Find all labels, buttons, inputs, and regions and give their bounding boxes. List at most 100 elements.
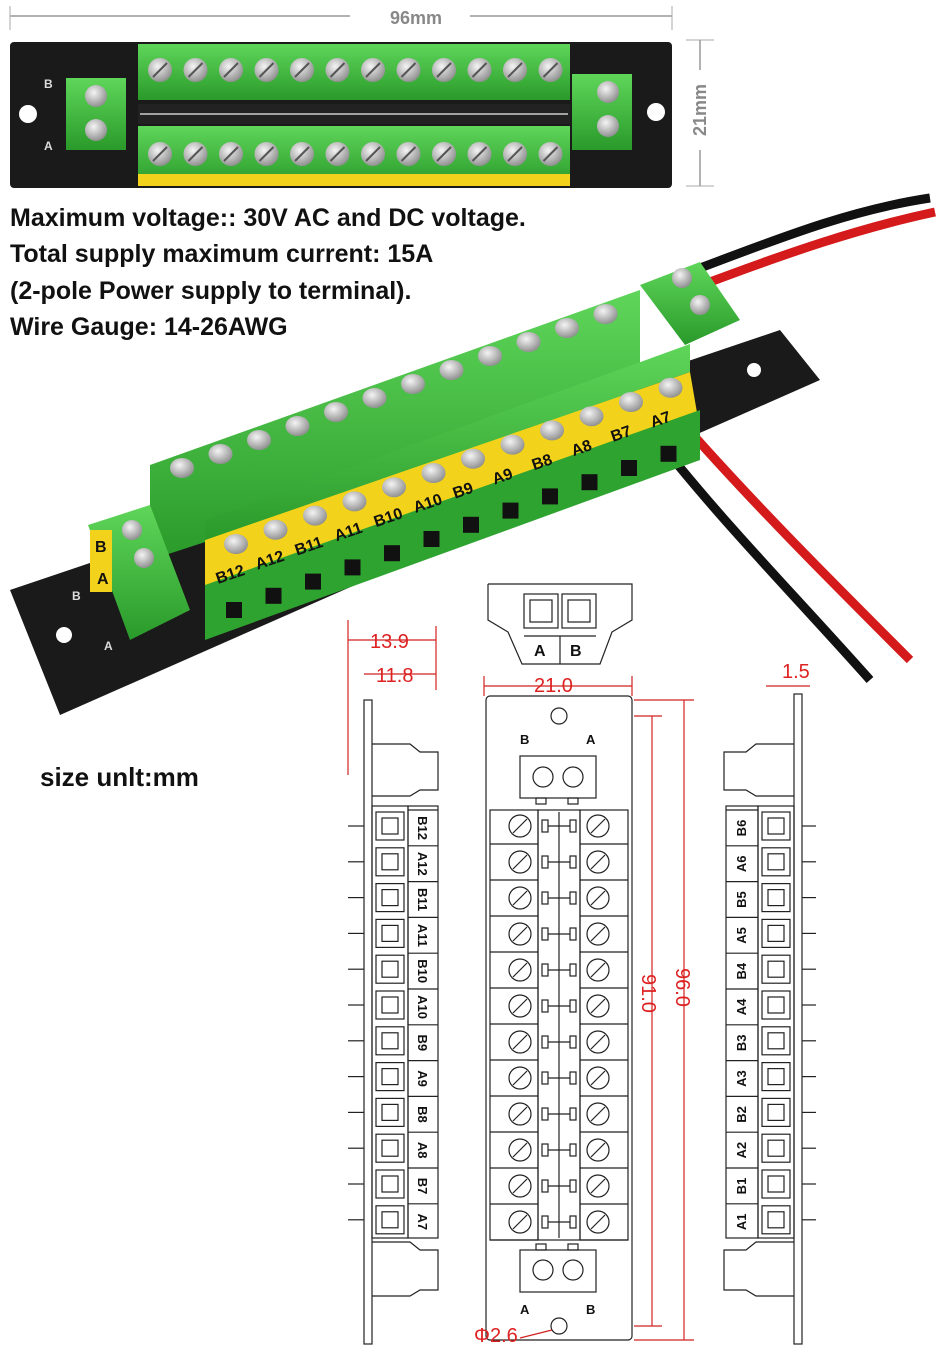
side-label: A	[97, 571, 109, 588]
right-terminal-label: B2	[734, 1106, 749, 1123]
screw-icon	[478, 346, 502, 366]
wire-entry-inner	[381, 888, 399, 907]
wire-entry	[375, 882, 405, 913]
wire-entry	[305, 573, 321, 590]
left-terminal-label: B10	[415, 959, 430, 983]
wire-entry	[463, 516, 479, 533]
right-terminal-label: B1	[734, 1178, 749, 1195]
left-side-view	[348, 699, 439, 1345]
mount-hole-left	[19, 105, 37, 123]
wire-entry-inner	[381, 1103, 399, 1122]
right-terminal-label: B6	[734, 820, 749, 837]
wire-entry-inner	[767, 1175, 785, 1193]
screw-icon	[508, 958, 532, 982]
screw-icon	[382, 477, 406, 498]
left-terminal-label: B9	[415, 1034, 430, 1051]
screw-icon	[586, 850, 610, 874]
screw-icon	[208, 444, 233, 464]
wire-entry	[761, 847, 791, 877]
wire-entry	[761, 811, 791, 841]
front-row-label: A9	[490, 466, 515, 489]
wire-entry-inner	[381, 960, 399, 978]
wire-entry	[375, 954, 405, 984]
mount-hole	[747, 363, 761, 377]
wire-entry	[375, 1133, 405, 1163]
screw-icon	[170, 458, 194, 478]
left-terminal-label: B7	[415, 1178, 430, 1195]
screw-icon	[658, 377, 683, 398]
wire-entry-inner	[381, 924, 399, 943]
wire-entry-inner	[381, 817, 399, 835]
pcb-mark: A	[44, 139, 53, 153]
wire-entry	[375, 1205, 405, 1235]
label-strip	[138, 174, 570, 186]
screw-icon	[516, 332, 541, 352]
left-terminal-label: A7	[415, 1213, 430, 1230]
screw-icon	[540, 420, 564, 441]
right-terminal-label: A6	[734, 855, 749, 872]
screw-icon	[508, 1030, 532, 1054]
top-width-dim: 96mm	[390, 8, 442, 28]
wire-entry-inner	[767, 996, 785, 1014]
right-terminal-label: B3	[734, 1034, 749, 1051]
screw-icon	[134, 548, 154, 568]
left-terminal-label: B12	[415, 816, 430, 840]
wire-entry	[344, 559, 361, 576]
wire-entry	[761, 1097, 791, 1128]
screw-icon	[690, 295, 710, 315]
top-board-photo: 96mm 21mm B A	[9, 6, 714, 188]
dimension-lines	[347, 620, 810, 1341]
end-view	[487, 583, 633, 665]
front-row-label: A7	[648, 409, 673, 432]
screw-icon	[508, 1174, 532, 1198]
right-terminal-label: A2	[734, 1142, 749, 1159]
wire-entry-inner	[767, 1067, 785, 1086]
left-terminal-label: A12	[415, 852, 430, 876]
screw-icon	[555, 318, 579, 338]
wire-entry	[375, 1169, 405, 1199]
wire-entry-inner	[381, 1067, 399, 1086]
wire-entry-inner	[767, 817, 785, 835]
right-terminal-label: A4	[734, 998, 749, 1015]
screw-icon	[586, 922, 610, 946]
wire-entry	[660, 445, 677, 462]
wire-entry-inner	[767, 1139, 785, 1157]
wire-entry-inner	[381, 1032, 399, 1050]
wire-entry	[375, 918, 405, 949]
screw-icon	[508, 886, 532, 910]
wire-entry	[761, 990, 791, 1020]
mount-hole	[550, 1317, 568, 1335]
left-terminal-label: A8	[415, 1142, 430, 1159]
screw-icon	[586, 886, 610, 910]
wire-entry	[375, 1061, 405, 1092]
wire-entry	[761, 918, 791, 949]
screw-icon	[362, 388, 387, 408]
wire-entry-inner	[381, 1211, 399, 1229]
screw-icon	[122, 520, 142, 540]
black-wire-top	[698, 193, 931, 273]
left-terminal-label: A9	[415, 1070, 430, 1087]
side-label: B	[95, 539, 107, 556]
wire-entry-inner	[767, 1103, 785, 1122]
dim-96-0: 96.0	[671, 968, 693, 1007]
mount-hole	[550, 707, 568, 725]
screw-icon	[586, 1066, 610, 1090]
wire-entry	[761, 954, 791, 984]
screw-icon	[500, 434, 525, 455]
terminal-mark: A	[520, 1302, 530, 1317]
terminal-mark: B	[520, 732, 529, 747]
mount-hole	[56, 627, 72, 643]
screw-icon	[597, 115, 619, 137]
wire-entry	[423, 531, 440, 547]
end-label-a: A	[534, 643, 546, 660]
wire-entry-inner	[767, 960, 785, 978]
front-row-label: A8	[569, 437, 594, 460]
mount-hole-right	[647, 103, 665, 121]
spec-poles: (2-pole Power supply to terminal).	[10, 277, 412, 305]
dim-21-0: 21.0	[534, 675, 573, 697]
right-terminal-label: A1	[734, 1213, 749, 1230]
terminal-row-back	[150, 290, 640, 560]
